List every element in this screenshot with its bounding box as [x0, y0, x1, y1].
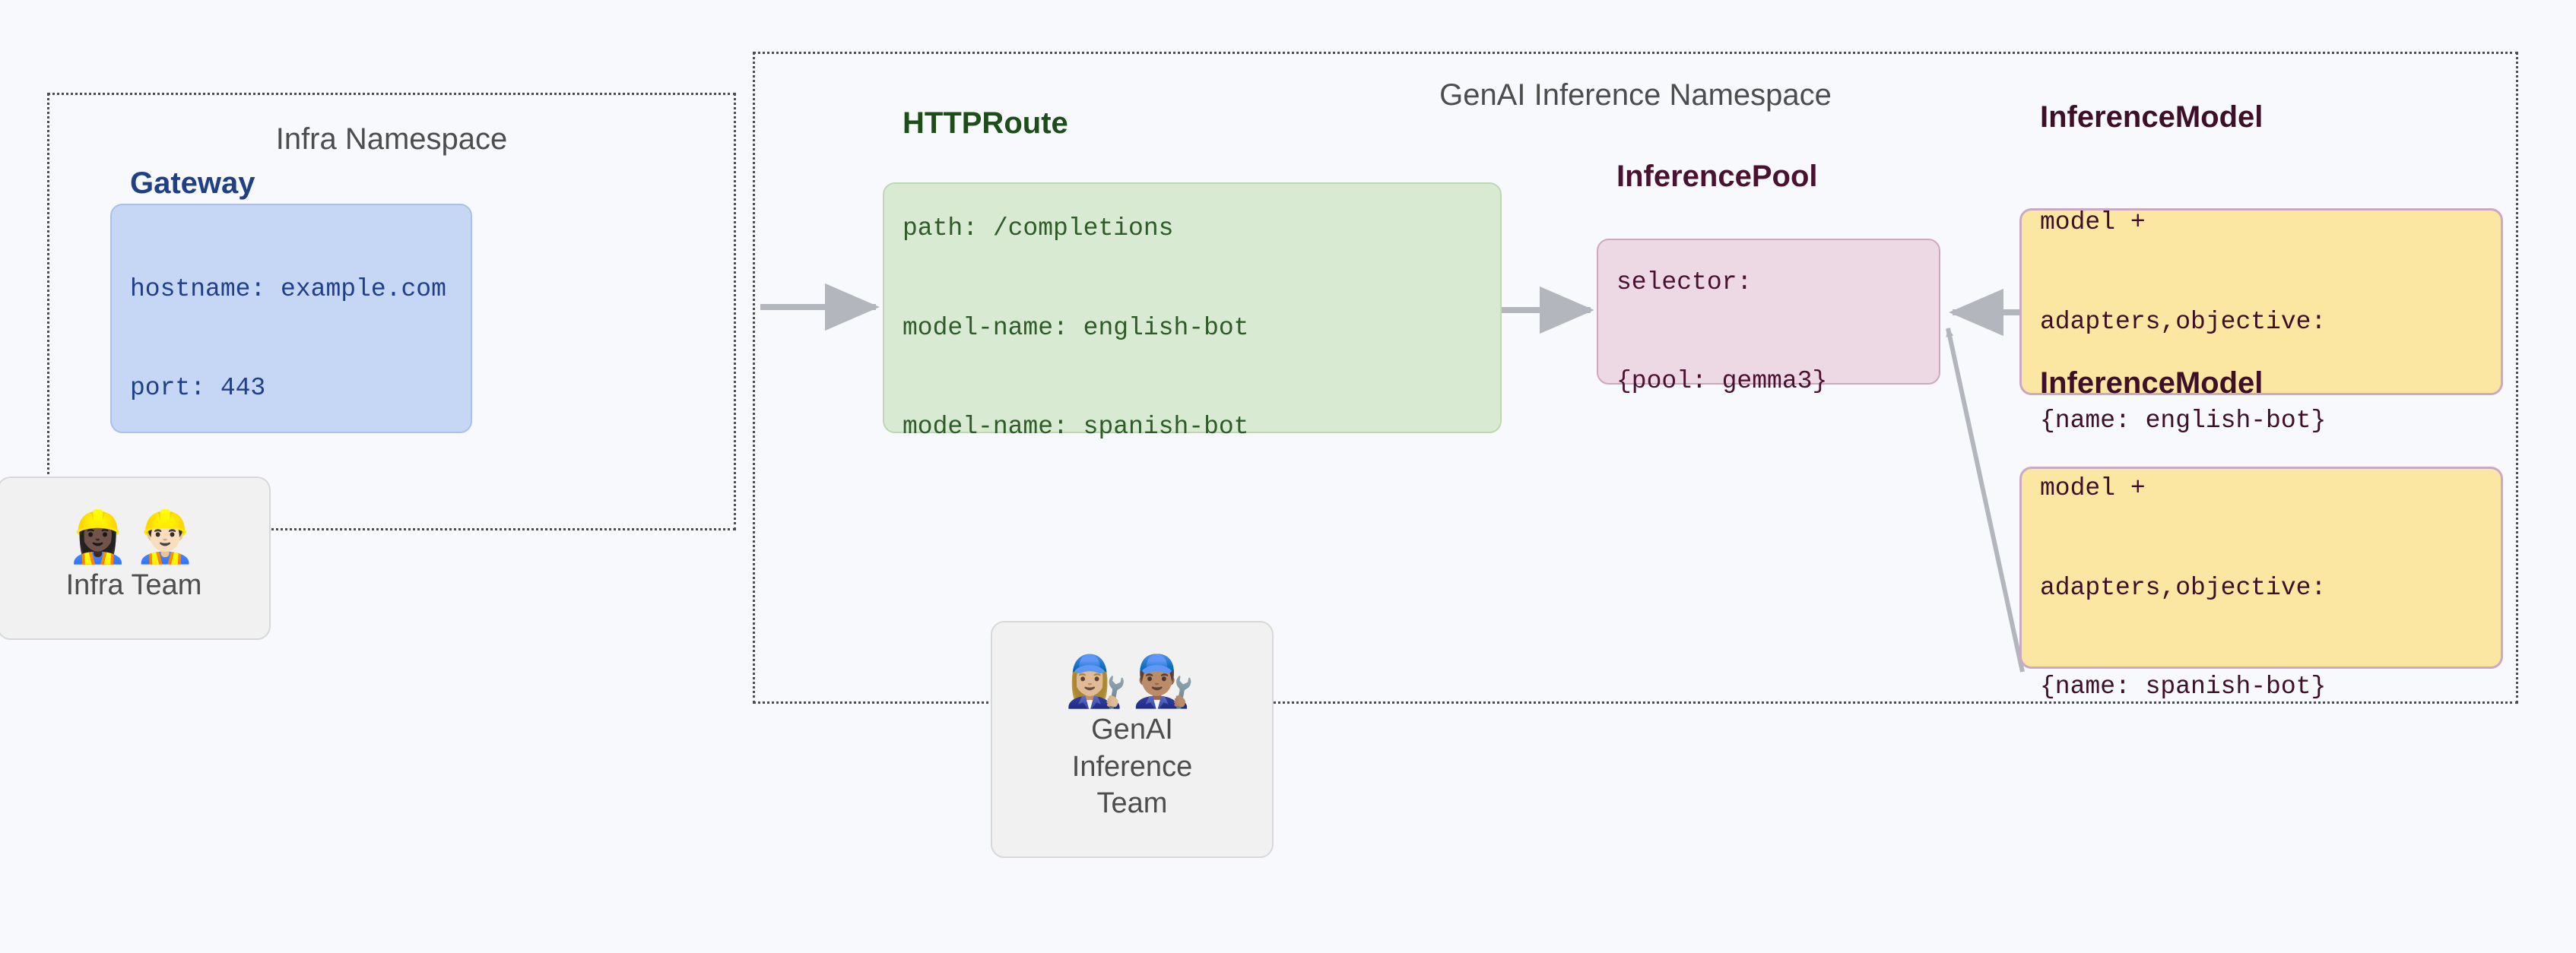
- infra-namespace-container: Infra Namespace: [47, 93, 736, 530]
- inferencemodel-english-name-line: {name: english-bot}: [2040, 407, 2327, 435]
- httproute-node-body: path: /completions model-name: english-b…: [903, 146, 1482, 510]
- genai-inference-team-label: GenAI Inference Team: [1072, 711, 1192, 822]
- gateway-node-body: hostname: example.com port: 443: [130, 206, 452, 470]
- infra-team-card[interactable]: 👷🏿‍♀️👷🏻‍♂️ Infra Team: [0, 476, 271, 640]
- genai-team-label-line-2: Inference: [1071, 750, 1193, 783]
- infra-namespace-title: Infra Namespace: [275, 122, 508, 156]
- inferencepool-selector-value-line: {pool: gemma3}: [1616, 367, 1828, 396]
- inferencemodel-english-title: InferenceModel: [2040, 100, 2264, 134]
- inferencepool-node-title: InferencePool: [1616, 160, 1818, 194]
- httproute-node-title: HTTPRoute: [903, 106, 1068, 140]
- inferencemodel-english-adapters-line: adapters,objective:: [2040, 307, 2327, 336]
- inferencepool-selector-line: selector:: [1616, 268, 1753, 296]
- inferencemodel-spanish-name-line: {name: spanish-bot}: [2040, 673, 2327, 701]
- inferencepool-node-body: selector: {pool: gemma3}: [1616, 199, 1921, 464]
- inferencemodel-spanish-body: model + adapters,objective: {name: spani…: [2040, 406, 2482, 770]
- inferencepool-node[interactable]: InferencePool selector: {pool: gemma3}: [1597, 160, 1940, 395]
- inferencemodel-spanish-model-line: model +: [2040, 474, 2146, 503]
- inferencemodel-english-model-line: model +: [2040, 208, 2146, 237]
- httproute-model-name-spanish-line: model-name: spanish-bot: [903, 413, 1249, 442]
- mechanic-icon-group: 👩🏼‍🔧👨🏽‍🔧: [1064, 652, 1200, 711]
- infra-team-label: Infra Team: [65, 569, 202, 602]
- gateway-port-line: port: 443: [130, 374, 266, 403]
- inferencemodel-spanish-title: InferenceModel: [2040, 366, 2264, 400]
- genai-inference-team-card[interactable]: 👩🏼‍🔧👨🏽‍🔧 GenAI Inference Team: [991, 621, 1274, 858]
- httproute-node[interactable]: HTTPRoute path: /completions model-name:…: [883, 106, 1502, 441]
- httproute-model-name-english-line: model-name: english-bot: [903, 313, 1249, 342]
- inferencemodel-english-body: model + adapters,objective: {name: engli…: [2040, 140, 2482, 504]
- httproute-path-line: path: /completions: [903, 214, 1174, 243]
- gateway-node-title: Gateway: [130, 166, 255, 201]
- genai-inference-namespace-container: GenAI Inference Namespace: [753, 52, 2518, 704]
- construction-worker-icon-group: 👷🏿‍♀️👷🏻‍♂️: [66, 508, 201, 567]
- inferencemodel-english-node[interactable]: InferenceModel model + adapters,objectiv…: [2019, 100, 2503, 435]
- genai-team-label-line-3: Team: [1096, 787, 1168, 820]
- inferencemodel-spanish-node[interactable]: InferenceModel model + adapters,objectiv…: [2019, 366, 2503, 701]
- genai-team-label-line-1: GenAI: [1091, 714, 1173, 746]
- genai-inference-namespace-title: GenAI Inference Namespace: [1439, 78, 1832, 112]
- gateway-node[interactable]: Gateway hostname: example.com port: 443: [110, 166, 472, 433]
- gateway-hostname-line: hostname: example.com: [130, 274, 446, 303]
- inferencemodel-spanish-adapters-line: adapters,objective:: [2040, 573, 2327, 602]
